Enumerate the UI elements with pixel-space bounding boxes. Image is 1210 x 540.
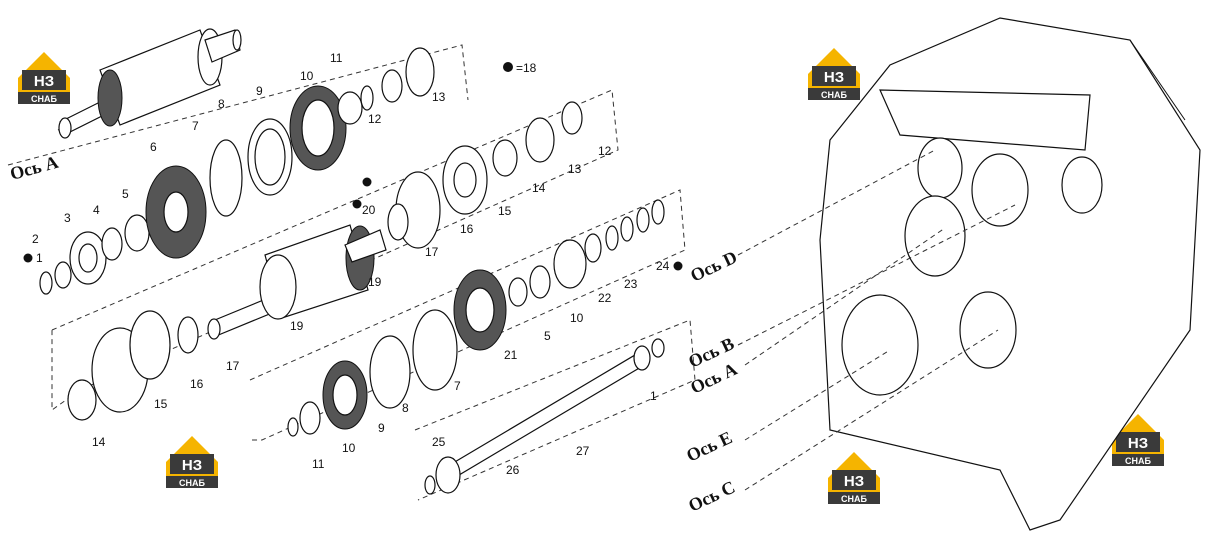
logo-text-1: НЗ bbox=[182, 457, 202, 474]
logo-text-1: НЗ bbox=[844, 473, 864, 490]
callout: 11 bbox=[312, 457, 325, 471]
logo-3: НЗ СНАБ bbox=[166, 436, 218, 488]
callout: 23 bbox=[624, 277, 638, 291]
callout: 27 bbox=[576, 444, 590, 458]
bullet-note-label: =18 bbox=[516, 61, 537, 75]
logo-text-1: НЗ bbox=[1128, 435, 1148, 452]
callout: 26 bbox=[506, 463, 520, 477]
logo-text-2: СНАБ bbox=[1125, 456, 1151, 466]
callout: 16 bbox=[190, 377, 204, 391]
callout: 16 bbox=[460, 222, 474, 236]
rings bbox=[39, 47, 665, 437]
bullet-marker bbox=[673, 261, 683, 271]
callout: 1 bbox=[650, 389, 657, 403]
bullet-marker bbox=[23, 253, 33, 263]
logo-text-2: СНАБ bbox=[821, 90, 847, 100]
callout: 17 bbox=[226, 359, 240, 373]
callout: 14 bbox=[92, 435, 106, 449]
callout: 5 bbox=[544, 329, 551, 343]
callout: 17 bbox=[425, 245, 439, 259]
callout: 9 bbox=[378, 421, 385, 435]
logo-5: НЗ СНАБ bbox=[1112, 414, 1164, 466]
callout: 10 bbox=[300, 69, 314, 83]
callout: 1 bbox=[36, 251, 43, 265]
callout: 2 bbox=[32, 232, 39, 246]
callout: 20 bbox=[362, 203, 376, 217]
callout: 10 bbox=[342, 441, 356, 455]
callout: 12 bbox=[368, 112, 382, 126]
bullet-marker bbox=[352, 199, 362, 209]
bullet-note: =18 bbox=[23, 61, 683, 271]
callout: 12 bbox=[598, 144, 612, 158]
callout: 19 bbox=[290, 319, 304, 333]
axis-guide-lines bbox=[737, 149, 1016, 491]
callout: 24 bbox=[656, 259, 670, 273]
callout: 5 bbox=[122, 187, 129, 201]
callout: 6 bbox=[150, 140, 157, 154]
callout: 21 bbox=[504, 348, 518, 362]
callout: 8 bbox=[402, 401, 409, 415]
bullet-marker bbox=[362, 177, 372, 187]
logo-2: НЗ СНАБ bbox=[808, 48, 860, 100]
axis-label-d: Ось D bbox=[687, 247, 740, 286]
callout: 7 bbox=[192, 119, 199, 133]
callout: 7 bbox=[454, 379, 461, 393]
logo-text-2: СНАБ bbox=[31, 94, 57, 104]
logo-4: НЗ СНАБ bbox=[828, 452, 880, 504]
long-shaft bbox=[424, 338, 665, 495]
callout: 15 bbox=[498, 204, 512, 218]
callouts: 1 2 3 4 5 6 7 8 9 10 11 12 13 12 13 14 1… bbox=[32, 51, 670, 477]
planetary-drum bbox=[207, 224, 387, 340]
logo-text-2: СНАБ bbox=[841, 494, 867, 504]
callout: 13 bbox=[432, 90, 446, 104]
callout: 22 bbox=[598, 291, 612, 305]
callout: 25 bbox=[432, 435, 446, 449]
callout: 13 bbox=[568, 162, 582, 176]
callout: 8 bbox=[218, 97, 225, 111]
axis-label-e: Ось E bbox=[683, 427, 735, 465]
callout: 10 bbox=[570, 311, 584, 325]
axis-label-c: Ось C bbox=[685, 477, 738, 516]
callout: 9 bbox=[256, 84, 263, 98]
logo-text-2: СНАБ bbox=[179, 478, 205, 488]
logo-text-1: НЗ bbox=[824, 69, 844, 86]
shaft-assembly-top bbox=[57, 28, 242, 139]
callout: 4 bbox=[93, 203, 100, 217]
callout: 15 bbox=[154, 397, 168, 411]
callout: 11 bbox=[330, 51, 343, 65]
axis-label-a-left: Ось А bbox=[8, 152, 61, 184]
logo-1: НЗ СНАБ bbox=[18, 52, 70, 104]
logo-text-1: НЗ bbox=[34, 73, 54, 90]
callout: 19 bbox=[368, 275, 382, 289]
callout: 14 bbox=[532, 181, 546, 195]
callout: 3 bbox=[64, 211, 71, 225]
